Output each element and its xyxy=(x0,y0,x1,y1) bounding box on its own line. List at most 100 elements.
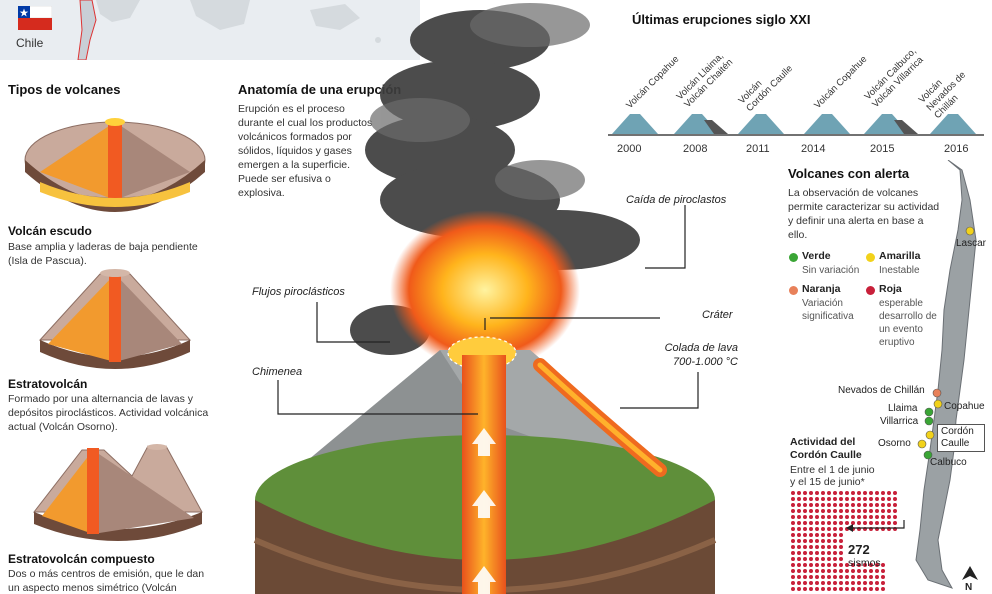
country-label: Chile xyxy=(16,36,44,50)
seismic-dot xyxy=(851,503,855,507)
type-desc-composite: Dos o más centros de emisión, que le dan… xyxy=(8,568,205,594)
seismic-dot xyxy=(857,563,861,567)
timeline-graphic xyxy=(608,114,984,136)
seismic-dot xyxy=(839,545,843,549)
seismic-dot xyxy=(881,581,885,585)
seismic-dot xyxy=(833,551,837,555)
seismic-dot xyxy=(893,509,897,513)
north-arrow-icon xyxy=(962,566,978,580)
seismic-dot xyxy=(797,575,801,579)
seismic-dot xyxy=(881,497,885,501)
seismic-dot xyxy=(893,491,897,495)
seismic-dot xyxy=(839,491,843,495)
anatomy-title: Anatomía de una erupción xyxy=(238,82,402,97)
seismic-dot xyxy=(815,581,819,585)
alert-name-yellow: Amarilla xyxy=(879,250,921,262)
seismic-dot xyxy=(827,503,831,507)
seismic-dot xyxy=(797,521,801,525)
seismic-dot xyxy=(881,587,885,591)
seismic-dot xyxy=(815,545,819,549)
seismic-dot xyxy=(827,509,831,513)
seismic-dot xyxy=(887,491,891,495)
seismic-dot xyxy=(803,497,807,501)
seismic-dot xyxy=(851,515,855,519)
seismic-dot xyxy=(803,575,807,579)
seismic-dot xyxy=(803,581,807,585)
seismic-dot xyxy=(809,509,813,513)
seismic-dot xyxy=(845,521,849,525)
activity-desc: Entre el 1 de junio y el 15 de junio* xyxy=(790,464,875,488)
seismic-dot xyxy=(815,557,819,561)
seismic-dot xyxy=(815,569,819,573)
seismic-dot xyxy=(815,497,819,501)
seismic-dot xyxy=(821,497,825,501)
seismic-dot xyxy=(815,515,819,519)
seismic-dot xyxy=(821,557,825,561)
seismic-dot xyxy=(815,587,819,591)
seismic-dot xyxy=(851,497,855,501)
seismic-dot xyxy=(845,509,849,513)
seismic-dot xyxy=(809,557,813,561)
seismic-dot xyxy=(827,515,831,519)
pointer-arrow xyxy=(846,520,905,532)
seismic-dot xyxy=(863,575,867,579)
seismic-dot xyxy=(833,521,837,525)
top-map-strip xyxy=(0,0,420,61)
seismic-dot xyxy=(881,569,885,573)
callout-chimney: Chimenea xyxy=(252,366,303,378)
seismic-dot xyxy=(809,563,813,567)
seismic-dot xyxy=(833,503,837,507)
seismic-dot xyxy=(857,581,861,585)
seismic-dot xyxy=(833,557,837,561)
seismic-dot xyxy=(797,533,801,537)
seismic-dot xyxy=(803,587,807,591)
seismic-dot xyxy=(869,503,873,507)
timeline-year: 2000 xyxy=(617,143,642,155)
seismic-dot xyxy=(791,575,795,579)
seismic-dot xyxy=(881,515,885,519)
seismic-dot xyxy=(821,521,825,525)
seismic-dot xyxy=(833,569,837,573)
seismic-dot xyxy=(851,581,855,585)
seismic-dot xyxy=(833,575,837,579)
seismic-dot xyxy=(827,551,831,555)
timeline-year: 2016 xyxy=(944,143,969,155)
seismic-dot xyxy=(809,497,813,501)
seismic-dot xyxy=(797,527,801,531)
seismic-dot xyxy=(791,491,795,495)
seismic-dot xyxy=(791,581,795,585)
seismic-dot xyxy=(797,515,801,519)
seismic-dot xyxy=(815,509,819,513)
seismic-dot xyxy=(893,521,897,525)
seismic-dot xyxy=(833,587,837,591)
seismic-dot xyxy=(827,545,831,549)
seismic-dot xyxy=(791,497,795,501)
seismic-dot xyxy=(869,509,873,513)
seismic-dot xyxy=(791,569,795,573)
seismic-dot xyxy=(833,545,837,549)
seismic-dot xyxy=(863,569,867,573)
seismic-dot xyxy=(809,533,813,537)
seismic-dot xyxy=(827,569,831,573)
seismic-dot xyxy=(875,515,879,519)
seismic-dot xyxy=(839,557,843,561)
seismic-dot xyxy=(797,569,801,573)
seismic-dot xyxy=(881,521,885,525)
seismic-dot xyxy=(809,575,813,579)
seismic-dot xyxy=(887,515,891,519)
seismic-dot xyxy=(803,533,807,537)
seismic-dot xyxy=(875,581,879,585)
seismic-dot xyxy=(791,539,795,543)
callout-lava-flow: Colada de lava xyxy=(664,342,738,354)
seismic-dot xyxy=(815,575,819,579)
stratovolcano-illustration xyxy=(38,269,192,369)
seismic-dot xyxy=(809,515,813,519)
seismic-dot xyxy=(833,491,837,495)
seismic-dot xyxy=(791,551,795,555)
seismic-dot xyxy=(827,539,831,543)
seismic-dot xyxy=(851,569,855,573)
seismic-dot xyxy=(809,545,813,549)
seismic-dot xyxy=(875,569,879,573)
seismic-dot xyxy=(851,587,855,591)
seismic-dot xyxy=(875,491,879,495)
